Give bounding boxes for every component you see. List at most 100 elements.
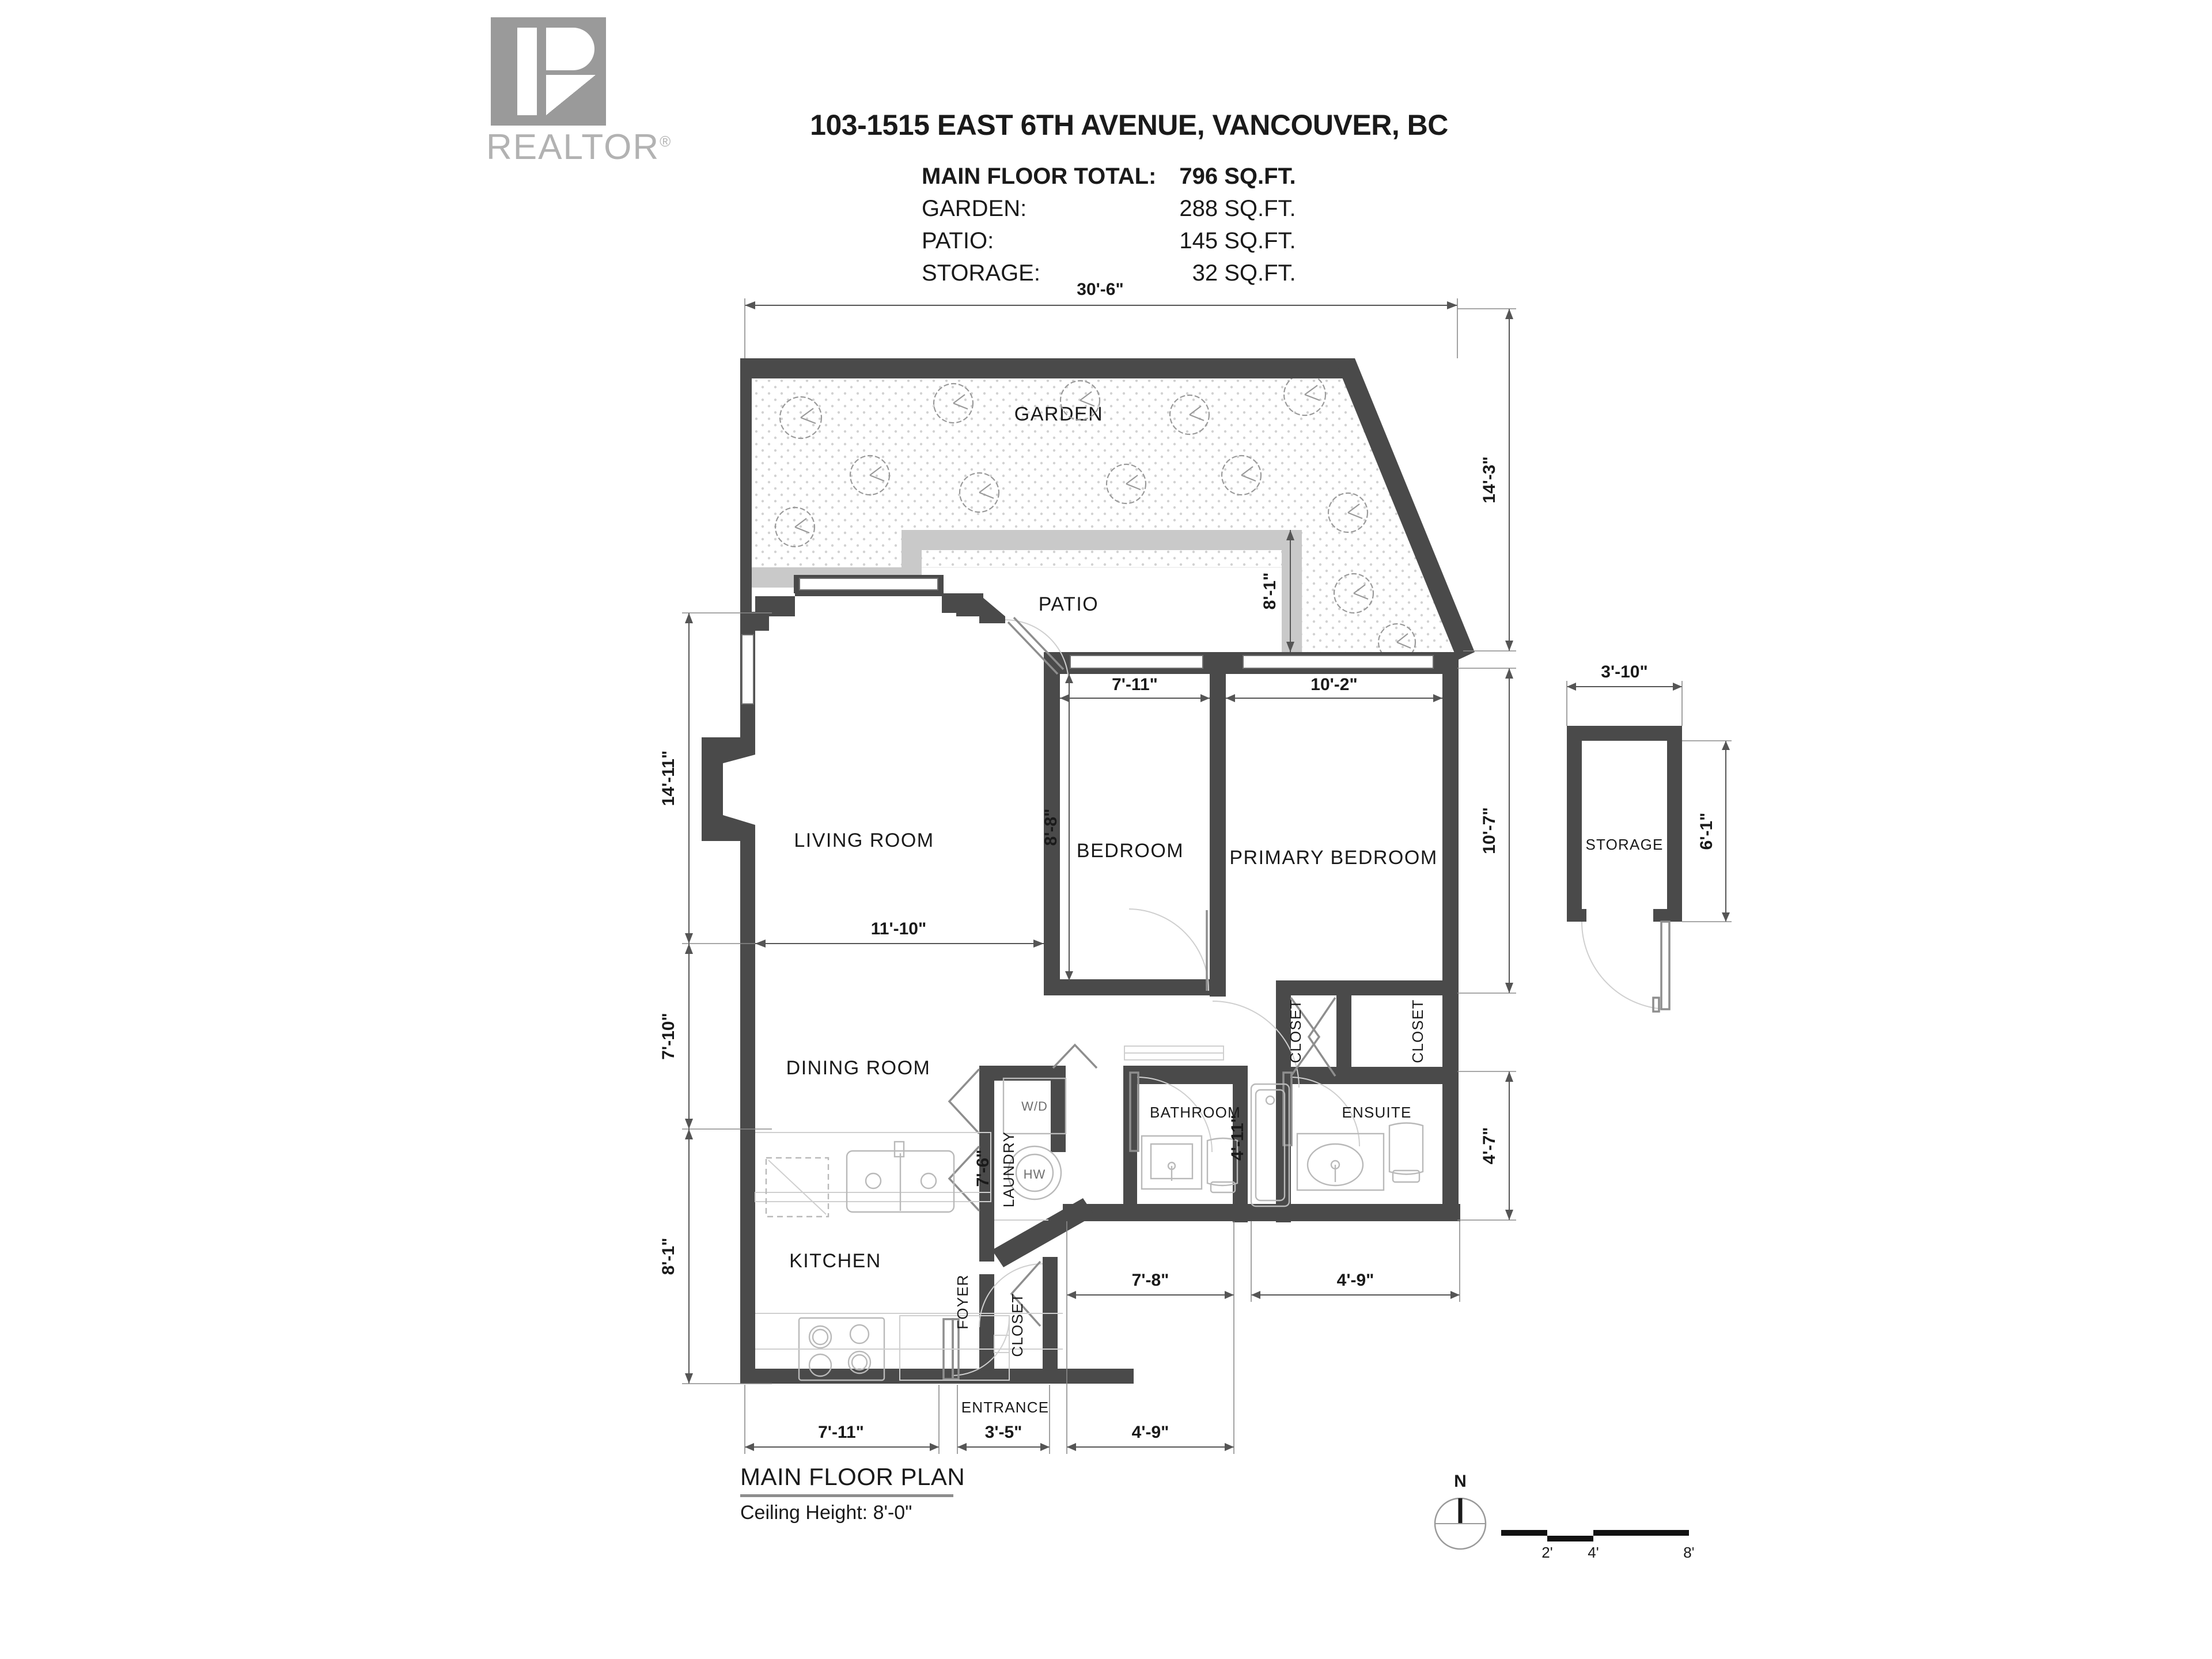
dim-bedroom-depth: 8'-8" xyxy=(1041,674,1073,980)
door-bathroom xyxy=(1129,1071,1139,1152)
ensuite-vanity-icon xyxy=(1296,1132,1385,1191)
dim-bathroom-depth: 4'-11" xyxy=(1228,1115,1247,1161)
room-label-kitchen: KITCHEN xyxy=(789,1250,881,1272)
dim-text-left-dining: 7'-10" xyxy=(659,1013,678,1059)
dim-overall-top: 30'-6" xyxy=(744,280,1458,358)
garden-shrubs xyxy=(774,373,1416,662)
room-label-dining-room: DINING ROOM xyxy=(786,1057,931,1079)
dim-storage-depth: 6'-1" xyxy=(1697,813,1716,850)
dim-text-kitchen-width: 7'-11" xyxy=(818,1423,864,1442)
dim-living-width: 11'-10" xyxy=(755,919,1044,948)
area-value-patio: 145 SQ.FT. xyxy=(1179,228,1296,253)
dim-right-chain: 14'-3" 10'-7" 4'-7" xyxy=(1457,308,1516,1221)
hot-water-tank-icon xyxy=(1007,1145,1062,1200)
door-laundry-upper xyxy=(948,1068,980,1135)
area-label-patio: PATIO: xyxy=(922,228,994,253)
kitchen-sink-icon xyxy=(846,1150,955,1213)
patio-area: PATIO xyxy=(749,530,1302,654)
dim-storage-width: 3'-10" xyxy=(1601,662,1647,681)
floor-plan-drawing: GARDEN PATIO xyxy=(0,271,2212,1596)
door-ensuite xyxy=(1282,1071,1293,1146)
realtor-wordmark-text: REALTOR xyxy=(486,127,660,167)
page-title: 103-1515 EAST 6TH AVENUE, VANCOUVER, BC xyxy=(810,109,1448,141)
storage-unit: STORAGE 3'-10" 6'-1" xyxy=(1566,662,1732,1013)
window-living-side xyxy=(741,634,754,704)
area-row-patio: PATIO: 145 SQ.FT. xyxy=(922,226,1296,258)
area-value-main-floor: 796 SQ.FT. xyxy=(1179,164,1296,189)
scale-tick-2ft: 2' xyxy=(1541,1544,1552,1561)
door-foyer-closet xyxy=(1010,1260,1041,1327)
dim-text-left-kitchen: 8'-1" xyxy=(659,1238,678,1275)
door-patio xyxy=(1007,621,1059,675)
dim-text-bathroom-depth: 4'-11" xyxy=(1228,1115,1247,1161)
dim-text-right-garden: 14'-3" xyxy=(1480,456,1499,503)
dim-text-right-bedrooms: 10'-7" xyxy=(1480,807,1499,854)
dim-text-living-width: 11'-10" xyxy=(871,919,926,938)
laundry-fixtures: W/D HW xyxy=(994,1077,1067,1221)
room-label-entrance: ENTRANCE xyxy=(961,1399,1050,1416)
room-label-garden: GARDEN xyxy=(1014,403,1103,425)
header: REALTOR® 103-1515 EAST 6TH AVENUE, VANCO… xyxy=(0,0,2212,300)
room-label-living-room: LIVING ROOM xyxy=(794,830,934,851)
dim-bedroom-width: 7'-11" xyxy=(1060,675,1210,702)
scale-tick-8ft: 8' xyxy=(1683,1544,1694,1561)
room-label-bathroom: BATHROOM xyxy=(1150,1104,1241,1121)
room-label-laundry: LAUNDRY xyxy=(1000,1131,1017,1207)
dim-text-foyer-closet-width: 4'-9" xyxy=(1132,1423,1169,1442)
room-labels: LIVING ROOM DINING ROOM KITCHEN BEDROOM … xyxy=(786,830,1437,1416)
washer-dryer-label: W/D xyxy=(1021,1099,1048,1113)
bathroom-toilet-icon xyxy=(1206,1137,1238,1187)
north-label: N xyxy=(1454,1472,1467,1491)
bathtub-icon xyxy=(1250,1083,1290,1207)
plan-caption-title: MAIN FLOOR PLAN xyxy=(740,1463,965,1490)
room-label-foyer: FOYER xyxy=(954,1274,971,1330)
washer-dryer-icon xyxy=(1002,1077,1067,1135)
dim-text-bathroom-width: 7'-8" xyxy=(1132,1271,1169,1290)
ensuite-toilet-icon xyxy=(1388,1122,1424,1175)
bathroom-fixtures xyxy=(1124,1046,1290,1207)
dim-primary-width: 10'-2" xyxy=(1226,675,1442,702)
dim-text-overall-top: 30'-6" xyxy=(1077,280,1123,299)
room-label-patio: PATIO xyxy=(1039,593,1099,615)
dishwasher-icon xyxy=(765,1157,830,1218)
plan-caption-underline xyxy=(740,1494,953,1497)
area-row-storage: STORAGE: 32 SQ.FT. xyxy=(922,258,1296,290)
dim-left-chain: 14'-11" 7'-10" 8'-1" xyxy=(659,612,772,1384)
area-value-storage: 32 SQ.FT. xyxy=(1192,260,1296,286)
area-row-main-floor: MAIN FLOOR TOTAL: 796 SQ.FT. xyxy=(922,161,1296,194)
dim-bottom-bath-chain: 7'-8" 4'-9" xyxy=(1066,1221,1460,1302)
registered-mark: ® xyxy=(660,132,672,150)
ceiling-height-note: Ceiling Height: 8'-0" xyxy=(740,1502,912,1524)
dim-text-entrance-width: 3'-5" xyxy=(985,1423,1022,1442)
dim-text-primary-width: 10'-2" xyxy=(1310,675,1357,694)
dim-bottom-entry-chain: 7'-11" 3'-5" 4'-9" xyxy=(744,1302,1234,1454)
room-label-storage: STORAGE xyxy=(1585,836,1663,853)
area-value-garden: 288 SQ.FT. xyxy=(1179,196,1296,221)
room-label-closet-primary-left: CLOSET xyxy=(1287,999,1304,1063)
north-arrow-icon: N xyxy=(1423,1472,1498,1558)
door-laundry-lower xyxy=(948,1145,980,1212)
area-label-storage: STORAGE: xyxy=(922,260,1040,286)
window-primary xyxy=(1243,655,1434,669)
door-closet-right xyxy=(1307,997,1336,1077)
room-label-bedroom: BEDROOM xyxy=(1077,840,1184,862)
realtor-r-mark-icon xyxy=(491,17,606,126)
dim-text-laundry-depth: 7'-6" xyxy=(974,1150,993,1187)
door-storage xyxy=(1660,921,1671,1010)
dim-text-patio-depth: 8'-1" xyxy=(1260,573,1279,610)
area-summary-table: MAIN FLOOR TOTAL: 796 SQ.FT. GARDEN: 288… xyxy=(922,161,1296,290)
area-label-main-floor: MAIN FLOOR TOTAL: xyxy=(922,164,1157,189)
room-label-closet-foyer: CLOSET xyxy=(1009,1293,1026,1357)
dim-text-bedroom-depth: 8'-8" xyxy=(1041,809,1060,846)
windows xyxy=(741,578,1434,704)
dim-text-ensuite-width: 4'-9" xyxy=(1337,1271,1374,1290)
door-laundry-top xyxy=(1052,1043,1098,1069)
area-row-garden: GARDEN: 288 SQ.FT. xyxy=(922,194,1296,226)
dim-text-bedroom-width: 7'-11" xyxy=(1112,675,1158,694)
dim-laundry-depth: 7'-6" xyxy=(974,1150,993,1187)
room-label-ensuite: ENSUITE xyxy=(1342,1104,1411,1121)
bathroom-vanity-icon xyxy=(1141,1135,1203,1190)
plan-caption: MAIN FLOOR PLAN Ceiling Height: 8'-0" xyxy=(740,1463,965,1524)
scale-bar: 2' 4' 8' xyxy=(1498,1509,1694,1573)
garden-enclosure-walls xyxy=(740,358,1475,660)
